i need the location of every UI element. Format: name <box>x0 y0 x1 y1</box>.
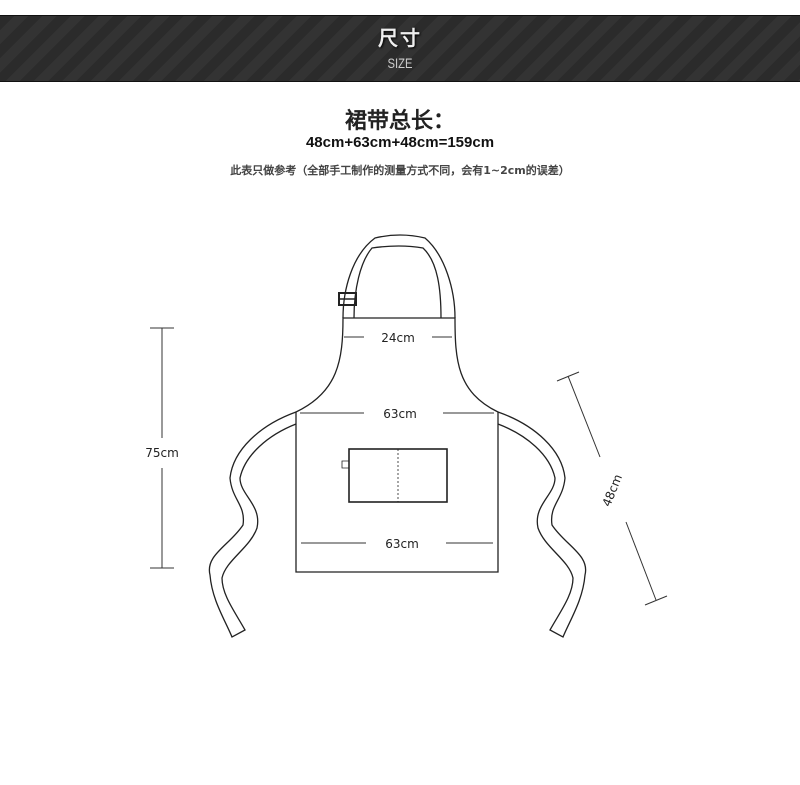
neck-strap <box>342 234 456 319</box>
bib-top-width-label: 24cm <box>381 331 415 345</box>
header-title: 尺寸 <box>378 26 422 50</box>
waist-width-label: 63cm <box>383 407 417 421</box>
header-subtitle: SIZE <box>387 55 413 71</box>
header-band <box>0 15 800 82</box>
neck-strap-inner <box>353 245 442 319</box>
tie-total-formula: 48cm+63cm+48cm=159cm <box>305 134 495 151</box>
tie-length-label: 48cm <box>600 472 626 508</box>
apron-body <box>295 317 499 573</box>
tie-total-title: 裙带总长： <box>344 109 455 134</box>
left-tie <box>208 411 297 638</box>
measurement-note: 此表只做参考（全部手工制作的测量方式不同，会有1~2cm的误差） <box>230 164 570 177</box>
total-length-label: 75cm <box>145 446 179 460</box>
bottom-width-label: 63cm <box>385 537 419 551</box>
right-tie <box>497 411 587 638</box>
